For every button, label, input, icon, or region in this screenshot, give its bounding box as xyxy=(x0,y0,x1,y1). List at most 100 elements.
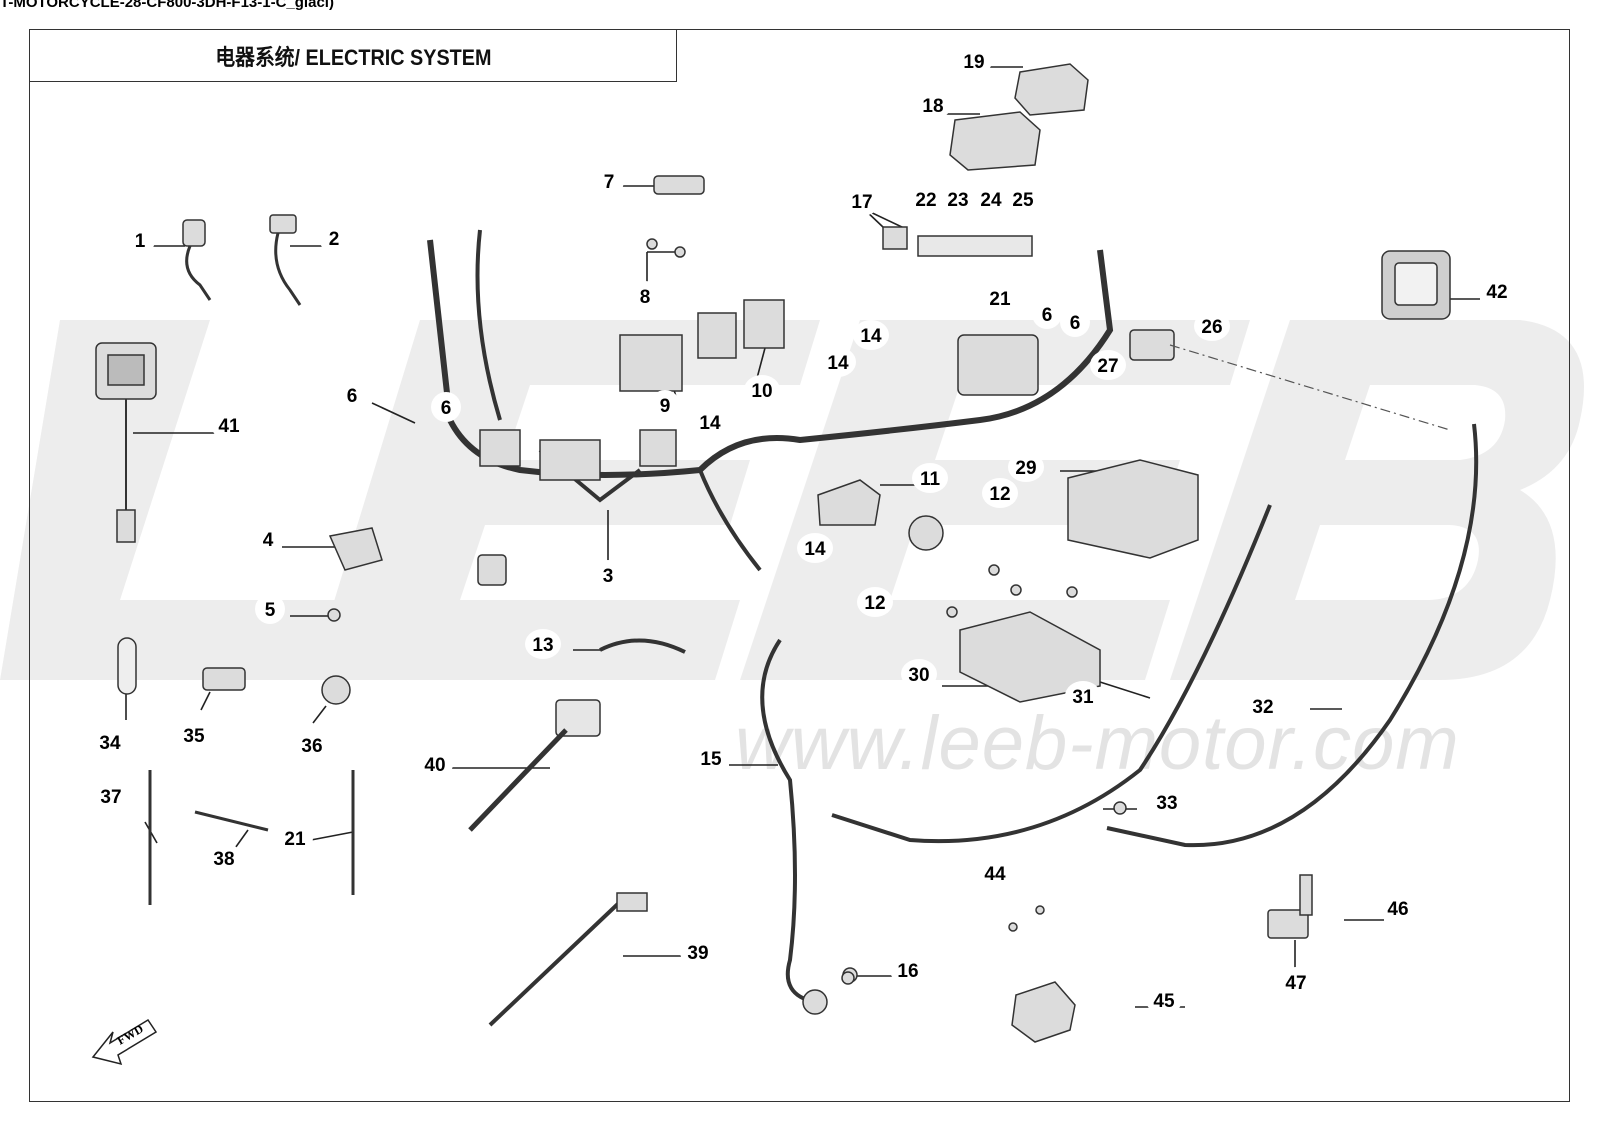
callout-bubble xyxy=(650,390,680,420)
callout-bubble xyxy=(1149,787,1185,817)
callout-bubble xyxy=(1380,893,1416,923)
part-callout-8: 8 xyxy=(640,287,651,308)
part-callout-32: 32 xyxy=(1252,697,1273,718)
callout-bubble xyxy=(1245,691,1281,721)
callout-bubble xyxy=(901,659,937,689)
callout-bubble xyxy=(294,730,330,760)
callout-bubble xyxy=(594,166,624,196)
document-caption: T-MOTORCYCLE-28-CF800-3DH-F13-1-C_glaci) xyxy=(0,0,334,11)
callout-bubble xyxy=(253,524,283,554)
part-callout-14: 14 xyxy=(827,353,849,374)
callout-bubble xyxy=(853,320,889,350)
callout-bubble xyxy=(255,594,285,624)
part-callout-6: 6 xyxy=(441,398,452,419)
part-callout-22: 22 xyxy=(915,190,936,211)
part-callout-42: 42 xyxy=(1486,282,1507,303)
callout-bubble xyxy=(1479,276,1515,306)
part-callout-9: 9 xyxy=(660,396,671,417)
callout-bubble xyxy=(1090,350,1126,380)
callout-bubble xyxy=(1032,299,1062,329)
callout-bubble xyxy=(593,560,623,590)
callout-bubble xyxy=(417,749,453,779)
callout-bubble xyxy=(1060,307,1090,337)
callout-bubble xyxy=(1065,681,1101,711)
part-callout-18: 18 xyxy=(922,96,943,117)
callout-bubble xyxy=(525,629,561,659)
part-callout-35: 35 xyxy=(183,726,205,747)
part-callout-39: 39 xyxy=(687,943,708,964)
part-callout-44: 44 xyxy=(984,864,1006,885)
part-callout-12: 12 xyxy=(989,484,1010,505)
part-callout-3: 3 xyxy=(603,566,614,587)
title-box: 电器系统/ ELECTRIC SYSTEM xyxy=(29,29,677,82)
part-callout-38: 38 xyxy=(213,849,234,870)
forward-arrow-icon: FWD xyxy=(91,1018,158,1066)
part-callout-13: 13 xyxy=(532,635,553,656)
callout-bubble xyxy=(630,281,660,311)
callout-bubble xyxy=(1194,311,1230,341)
callout-bubble xyxy=(1005,184,1041,214)
part-callout-11: 11 xyxy=(920,469,941,490)
part-callout-31: 31 xyxy=(1072,687,1094,708)
callout-bubble xyxy=(982,478,1018,508)
part-callout-37: 37 xyxy=(100,787,121,808)
part-callout-21: 21 xyxy=(989,289,1011,310)
callout-bubble xyxy=(908,184,944,214)
part-callout-24: 24 xyxy=(980,190,1002,211)
callout-bubble xyxy=(176,720,212,750)
part-callout-47: 47 xyxy=(1285,973,1306,994)
callout-bubble xyxy=(319,223,349,253)
callout-bubble xyxy=(211,410,247,440)
part-callout-16: 16 xyxy=(897,961,918,982)
watermark-url: www.leeb-motor.com xyxy=(735,701,1460,786)
part-callout-7: 7 xyxy=(604,172,615,193)
callout-bubble xyxy=(125,225,155,255)
part-callout-14: 14 xyxy=(860,326,882,347)
part-callout-36: 36 xyxy=(301,736,322,757)
callout-bubble xyxy=(1008,452,1044,482)
callout-bubble xyxy=(797,533,833,563)
part-callout-45: 45 xyxy=(1153,991,1175,1012)
part-callout-12: 12 xyxy=(864,593,885,614)
page-title: 电器系统/ ELECTRIC SYSTEM xyxy=(214,44,492,70)
callout-bubble xyxy=(912,463,948,493)
part-callout-15: 15 xyxy=(700,749,722,770)
part-callout-29: 29 xyxy=(1015,458,1036,479)
callout-bubble xyxy=(680,937,716,967)
callout-bubble xyxy=(844,186,880,216)
part-callout-14: 14 xyxy=(699,413,721,434)
part-callout-2: 2 xyxy=(329,229,340,250)
callout-bubble xyxy=(692,407,728,437)
callout-bubble xyxy=(857,587,893,617)
callout-bubble xyxy=(92,727,128,757)
part-callout-4: 4 xyxy=(263,530,274,551)
part-callout-27: 27 xyxy=(1097,356,1118,377)
part-callout-19: 19 xyxy=(963,52,984,73)
callout-bubble xyxy=(977,858,1013,888)
callout-bubble xyxy=(337,380,367,410)
part-callout-17: 17 xyxy=(851,192,872,213)
callout-bubble xyxy=(206,843,242,873)
callout-bubble xyxy=(973,184,1009,214)
part-callout-46: 46 xyxy=(1387,899,1408,920)
callout-bubble xyxy=(890,955,926,985)
part-callout-5: 5 xyxy=(265,600,276,621)
part-callout-10: 10 xyxy=(751,381,772,402)
part-callout-40: 40 xyxy=(424,755,445,776)
callout-bubble xyxy=(431,392,461,422)
callout-bubble xyxy=(1146,985,1182,1015)
part-callout-41: 41 xyxy=(218,416,240,437)
callout-bubble xyxy=(982,283,1018,313)
part-callout-25: 25 xyxy=(1012,190,1034,211)
part-callout-23: 23 xyxy=(947,190,968,211)
part-callout-33: 33 xyxy=(1156,793,1177,814)
callout-bubble xyxy=(915,90,951,120)
callout-bubble xyxy=(693,743,729,773)
callout-bubble xyxy=(1278,967,1314,997)
callout-bubble xyxy=(277,823,313,853)
callout-bubble xyxy=(820,347,856,377)
part-callout-6: 6 xyxy=(347,386,358,407)
callout-bubble xyxy=(940,184,976,214)
part-callout-14: 14 xyxy=(804,539,826,560)
